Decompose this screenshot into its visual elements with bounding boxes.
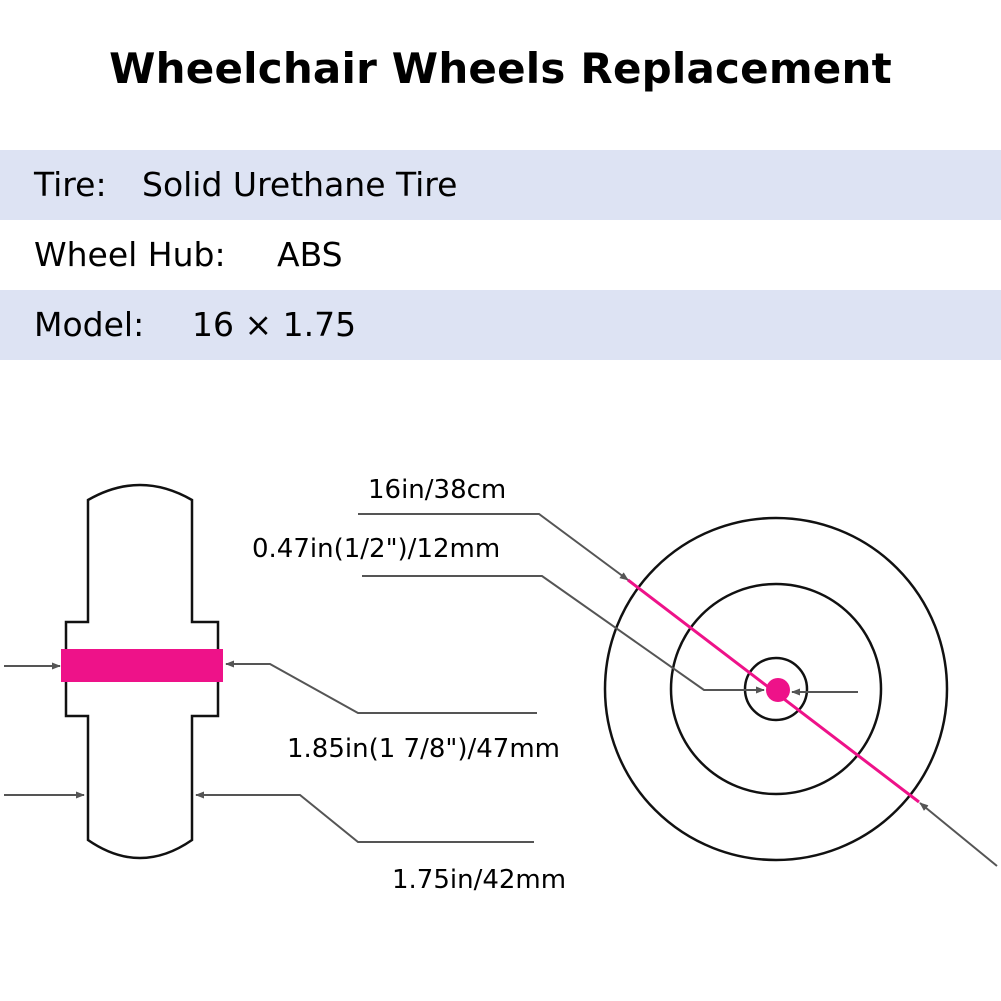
rim-circle: [669, 582, 883, 796]
axle-bore: [766, 678, 790, 702]
spec-label: Wheel Hub:: [34, 235, 226, 274]
outer-tire-circle: [603, 516, 949, 862]
spec-label: Tire:: [34, 165, 107, 204]
spec-label: Model:: [34, 305, 145, 344]
hub-highlight: [61, 649, 223, 682]
diameter-top-leader: [358, 513, 629, 581]
spec-row-wheel-hub: Wheel Hub: ABS: [0, 220, 1001, 290]
spec-value: Solid Urethane Tire: [142, 165, 458, 204]
wheel-side-view: [61, 483, 223, 860]
tire-width-leaders: [4, 791, 534, 843]
diameter-label: 16in/38cm: [368, 475, 506, 505]
spec-row-tire: Tire: Solid Urethane Tire: [0, 150, 1001, 220]
axle-bore-leaders: [362, 575, 858, 696]
diameter-leaders: [358, 513, 998, 867]
hub-width-label: 1.85in(1 7/8")/47mm: [287, 734, 560, 764]
page-title: Wheelchair Wheels Replacement: [109, 44, 892, 93]
tire-profile-outline: [64, 483, 220, 860]
axle-bore-label: 0.47in(1/2")/12mm: [252, 534, 500, 564]
hub-right-leader: [225, 660, 537, 714]
diameter-bottom-arrow: [919, 802, 998, 867]
spec-row-model: Model: 16 × 1.75: [0, 290, 1001, 360]
tire-width-label: 1.75in/42mm: [392, 865, 566, 895]
tire-right-leader: [195, 791, 534, 843]
hub-width-leaders: [4, 660, 537, 714]
spec-value: ABS: [277, 235, 343, 274]
spec-value: 16 × 1.75: [192, 305, 357, 344]
axle-left-leader: [362, 575, 765, 694]
wheel-front-view: [603, 516, 949, 862]
